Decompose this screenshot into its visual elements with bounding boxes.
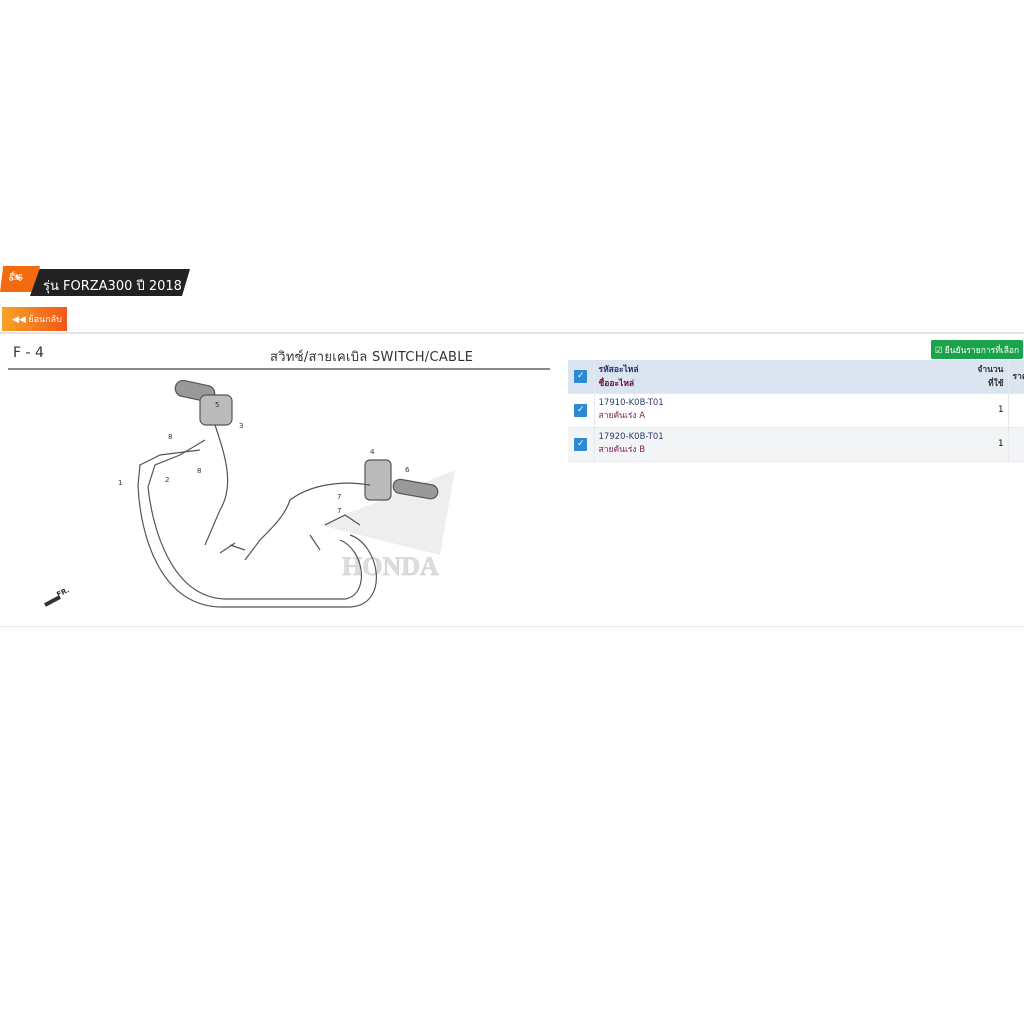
- front-arrow-icon: [44, 595, 61, 607]
- back-button[interactable]: ◀◀ ย้อนกลับ: [2, 307, 67, 331]
- header-part-number: รหัสอะไหล่: [598, 365, 639, 376]
- part-qty: 1: [970, 427, 1009, 462]
- header-qty: จำนวน: [977, 365, 1004, 376]
- part-name: สายคันเร่ง A: [598, 411, 646, 421]
- divider: [0, 332, 1024, 334]
- divider: [0, 626, 1024, 627]
- callout-8a: 8: [168, 433, 172, 441]
- header-part-name: ชื่ออะไหล่: [598, 379, 635, 390]
- table-row: ✓ 17920-K0B-T01 สายคันเร่ง B 1: [568, 427, 1024, 462]
- row-checkbox[interactable]: ✓: [574, 403, 588, 417]
- callout-1: 1: [118, 479, 122, 487]
- callout-7b: 7: [337, 507, 341, 515]
- part-number: 17920-K0B-T01: [598, 432, 664, 442]
- callout-2: 2: [165, 476, 169, 484]
- model-banner: 🏍 รุ่น FORZA300 ปี 2018: [0, 266, 192, 296]
- header-qty-2: ที่ใช้: [987, 379, 1004, 390]
- title-rule: [8, 368, 550, 370]
- callout-4: 4: [370, 448, 375, 456]
- callout-5: 5: [215, 401, 219, 409]
- callout-6: 6: [405, 466, 410, 474]
- model-title: รุ่น FORZA300 ปี 2018: [43, 279, 182, 294]
- honda-watermark: HONDA: [342, 552, 439, 581]
- callout-7a: 7: [337, 493, 341, 501]
- motorcycle-icon: 🏍: [0, 266, 40, 292]
- table-row: ✓ 17910-K0B-T01 สายคันเร่ง A 1: [568, 393, 1024, 428]
- confirm-selection-button[interactable]: ☑ ยืนยันรายการที่เลือก: [931, 340, 1023, 359]
- callout-8b: 8: [197, 467, 201, 475]
- header-price: ราคา: [1008, 360, 1024, 394]
- select-all-checkbox[interactable]: ✓: [574, 369, 588, 383]
- part-qty: 1: [970, 393, 1009, 428]
- diagram-title: สวิทซ์/สายเคเบิล SWITCH/CABLE: [270, 350, 474, 365]
- part-number: 17910-K0B-T01: [598, 398, 664, 408]
- parts-diagram: HONDA 1 2 3 4 5 6 7 7 8 8 FR.: [44, 379, 455, 608]
- row-checkbox[interactable]: ✓: [574, 437, 588, 451]
- part-name: สายคันเร่ง B: [598, 445, 646, 455]
- callout-3: 3: [239, 422, 243, 430]
- diagram-code: F - 4: [13, 345, 44, 361]
